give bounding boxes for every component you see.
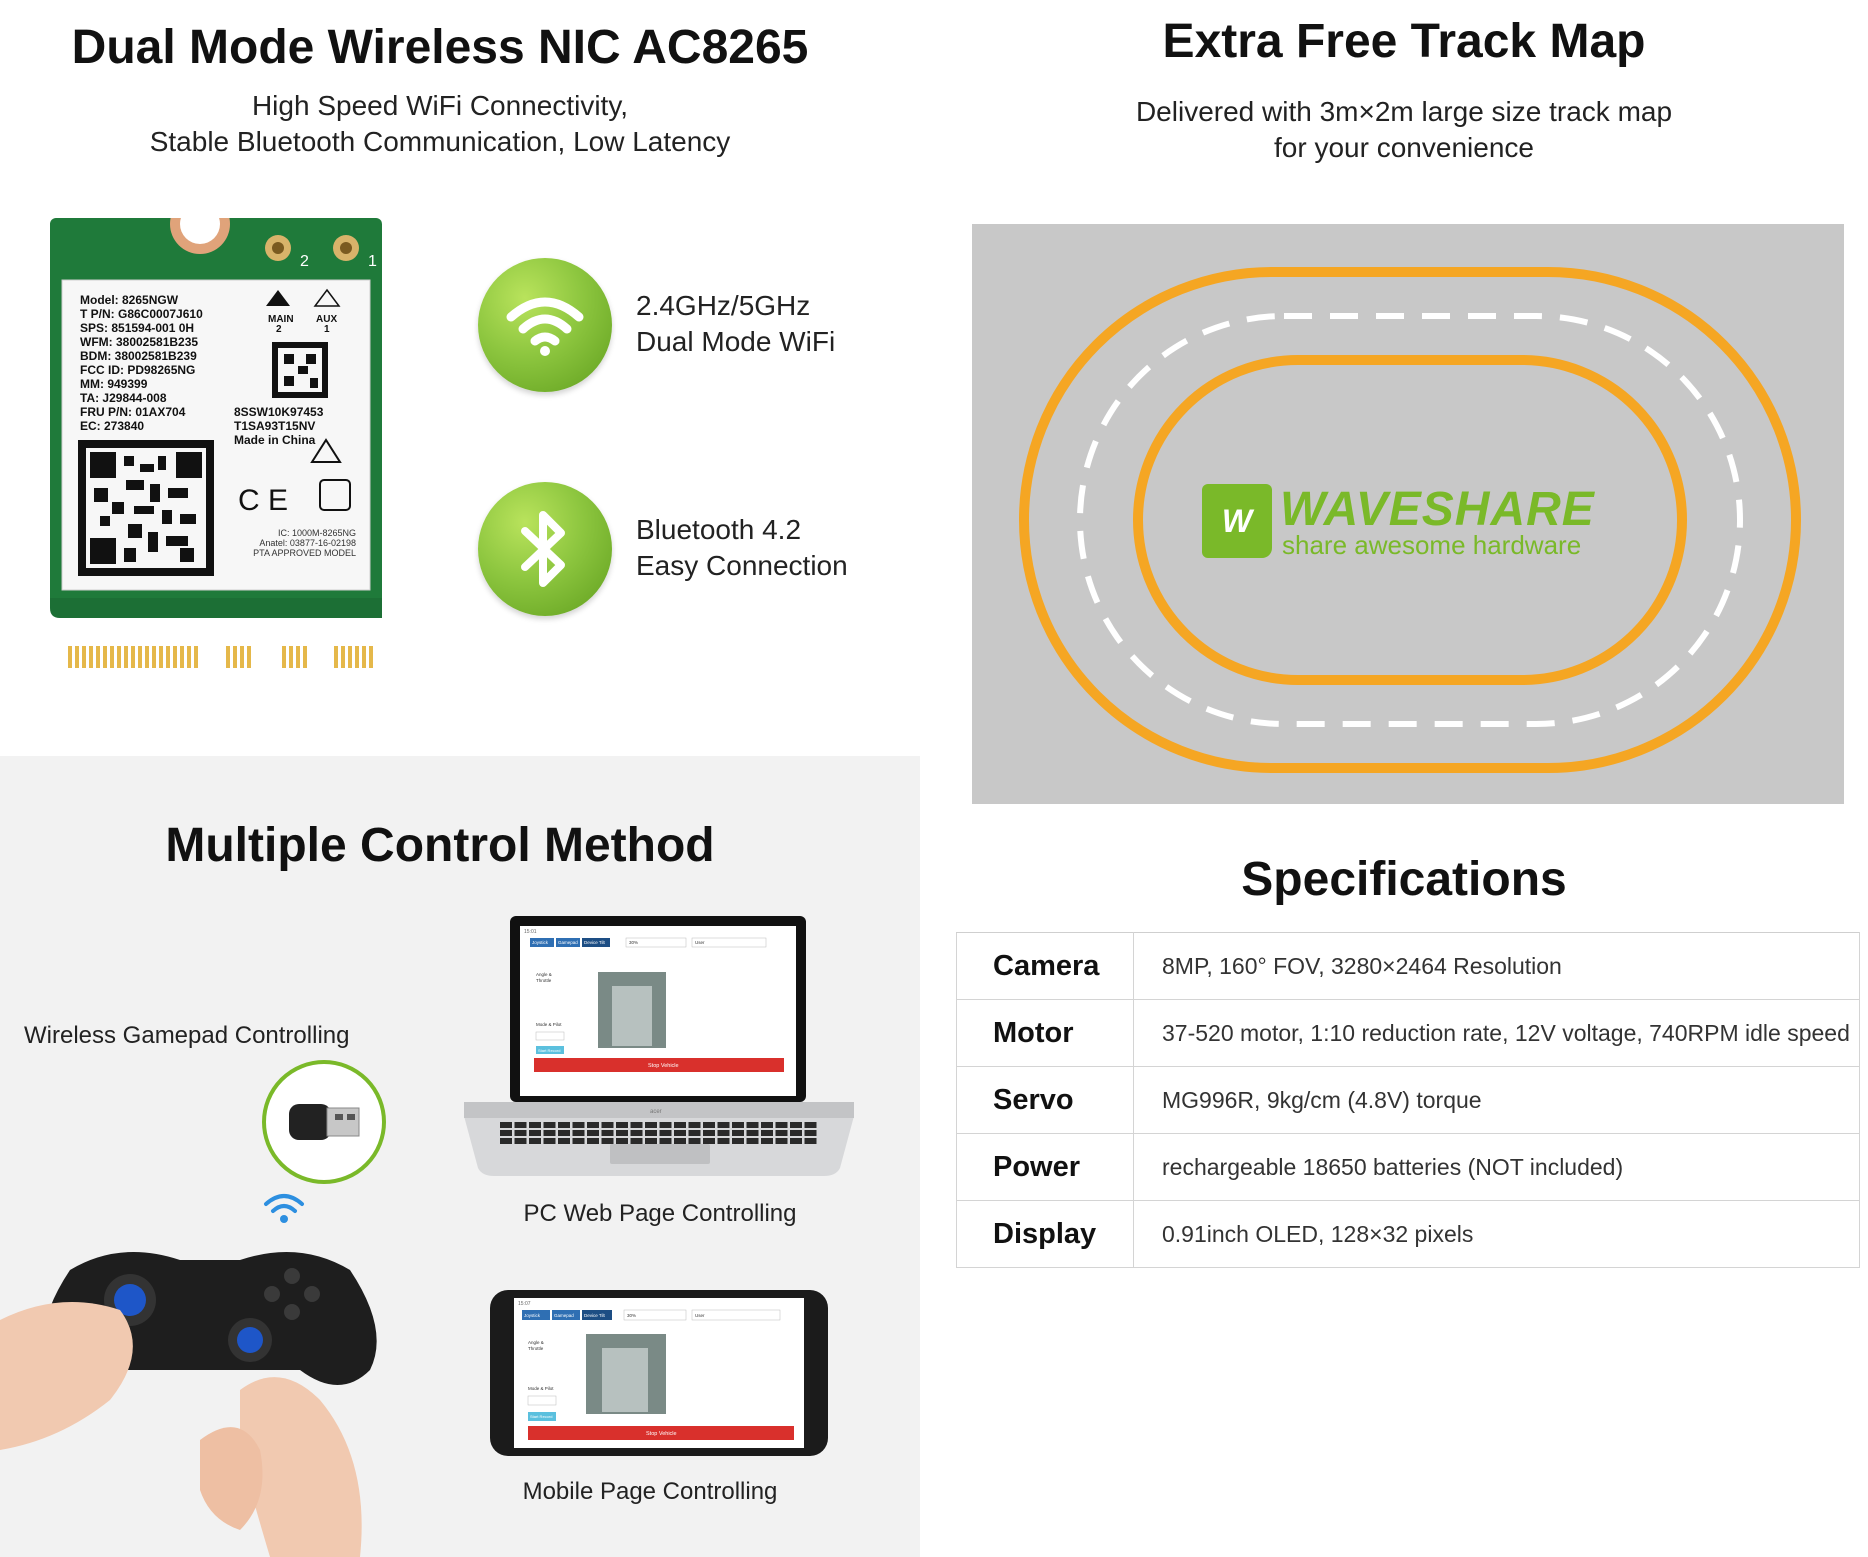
wifi-feature-text: 2.4GHz/5GHz Dual Mode WiFi <box>636 288 835 360</box>
card-made: Made in China <box>234 433 316 447</box>
waveshare-brand: WAVESHARE <box>1280 483 1595 536</box>
spec-value: MG996R, 9kg/cm (4.8V) torque <box>1133 1066 1860 1134</box>
track-title: Extra Free Track Map <box>1162 15 1646 68</box>
card-ic: IC: 1000M-8265NG <box>278 528 356 538</box>
mobile-start-record: Start Record <box>530 1414 552 1419</box>
pc-control-label: PC Web Page Controlling <box>523 1200 797 1227</box>
spec-value: rechargeable 18650 batteries (NOT includ… <box>1133 1133 1860 1201</box>
wireless-signal-icon <box>264 1194 304 1223</box>
pc-throttle: Throttle <box>536 978 552 983</box>
gamepad-in-hands-image <box>0 1252 377 1557</box>
wifi-icon <box>478 258 612 392</box>
mobile-user: User <box>695 1313 705 1318</box>
pc-tab-joystick: Joystick <box>532 940 549 945</box>
pc-start-record: Start Record <box>538 1048 560 1053</box>
usb-dongle-icon <box>262 1060 386 1184</box>
track-subtitle-line1: Delivered with 3m×2m large size track ma… <box>1135 96 1673 127</box>
track-subtitle-line2: for your convenience <box>1274 132 1534 163</box>
wifi-line2: Dual Mode WiFi <box>636 326 836 357</box>
spec-value: 0.91inch OLED, 128×32 pixels <box>1133 1200 1860 1268</box>
waveshare-tagline: share awesome hardware <box>1282 530 1582 560</box>
spec-key: Camera <box>956 932 1134 1000</box>
pc-mode: Mode & Pilot <box>536 1022 562 1027</box>
laptop-web-control-image: 15:01 Joystick Gamepad Device Tilt 30% U… <box>464 916 854 1176</box>
mobile-throttle: Throttle <box>528 1346 544 1351</box>
card-ta: TA: J29844-008 <box>80 391 167 405</box>
pc-tab-tilt: Device Tilt <box>584 940 606 945</box>
mobile-stop-vehicle: Stop Vehicle <box>646 1431 677 1437</box>
card-wfm: WFM: 38002581B235 <box>80 335 198 349</box>
nic-subtitle-line2: Stable Bluetooth Communication, Low Late… <box>149 126 731 157</box>
pc-speed: 30% <box>629 940 638 945</box>
mobile-tab-joystick: Joystick <box>524 1313 541 1318</box>
mobile-control-image: 15:07 Joystick Gamepad Device Tilt 30% U… <box>490 1290 828 1456</box>
ant2-label: 2 <box>300 253 309 270</box>
card-pta: PTA APPROVED MODEL <box>253 548 356 558</box>
mobile-mode: Mode & Pilot <box>528 1386 554 1391</box>
bt-line2: Easy Connection <box>636 550 848 581</box>
nic-title: Dual Mode Wireless NIC AC8265 <box>71 21 809 74</box>
pc-tab-gamepad: Gamepad <box>558 940 578 945</box>
card-fcc: FCC ID: PD98265NG <box>80 363 195 377</box>
card-fru: FRU P/N: 01AX704 <box>80 405 186 419</box>
pc-time: 15:01 <box>524 929 537 935</box>
specifications-title: Specifications <box>1241 853 1567 906</box>
spec-value: 8MP, 160° FOV, 3280×2464 Resolution <box>1133 932 1860 1000</box>
card-edge-label: A07-09 <box>142 624 207 644</box>
card-bdm: BDM: 38002581B239 <box>80 349 197 363</box>
card-tpn: T P/N: G86C0007J610 <box>80 307 203 321</box>
bt-line1: Bluetooth 4.2 <box>636 514 802 545</box>
mobile-time: 15:07 <box>518 1301 531 1307</box>
track-subtitle: Delivered with 3m×2m large size track ma… <box>940 94 1868 166</box>
spec-value: 37-520 motor, 1:10 reduction rate, 12V v… <box>1133 999 1860 1067</box>
pc-user: User <box>695 940 705 945</box>
pc-stop-vehicle: Stop Vehicle <box>648 1063 679 1069</box>
spec-key: Servo <box>956 1066 1134 1134</box>
control-title: Multiple Control Method <box>165 819 715 872</box>
card-aux-num: 1 <box>324 324 330 335</box>
mobile-control-label: Mobile Page Controlling <box>522 1478 778 1505</box>
ce-mark: C E <box>238 484 288 517</box>
ant1-label: 1 <box>368 253 377 270</box>
spec-key: Motor <box>956 999 1134 1067</box>
card-serial2: T1SA93T15NV <box>234 419 315 433</box>
pc-brand: acer <box>650 1109 662 1115</box>
mobile-speed: 30% <box>627 1313 636 1318</box>
card-serial1: 8SSW10K97453 <box>234 405 324 419</box>
card-main: MAIN <box>268 314 294 325</box>
mobile-tab-tilt: Device Tilt <box>584 1313 606 1318</box>
mobile-tab-gamepad: Gamepad <box>554 1313 574 1318</box>
card-main-num: 2 <box>276 324 282 335</box>
card-sps: SPS: 851594-001 0H <box>80 321 194 335</box>
nic-subtitle-line1: High Speed WiFi Connectivity, <box>251 90 629 121</box>
card-model: Model: 8265NGW <box>80 293 179 307</box>
nic-card-image: 2 1 Model: 8265NGW T P/N: G86C0007J610 S… <box>50 218 382 668</box>
wifi-line1: 2.4GHz/5GHz <box>636 290 811 321</box>
card-key-a: A <box>324 624 335 644</box>
card-mm: MM: 949399 <box>80 377 148 391</box>
card-anatel: Anatel: 03877-16-02198 <box>259 538 356 548</box>
nic-subtitle: High Speed WiFi Connectivity, Stable Blu… <box>0 88 880 160</box>
pc-angle: Angle & <box>536 972 552 977</box>
card-aux: AUX <box>316 314 337 325</box>
track-map-image <box>972 224 1844 804</box>
bluetooth-icon <box>478 482 612 616</box>
card-ec: EC: 273840 <box>80 419 144 433</box>
bluetooth-feature-text: Bluetooth 4.2 Easy Connection <box>636 512 848 584</box>
card-key-e: E <box>264 624 275 644</box>
gamepad-label: Wireless Gamepad Controlling <box>24 1022 350 1049</box>
mobile-angle: Angle & <box>528 1340 544 1345</box>
spec-key: Power <box>956 1133 1134 1201</box>
waveshare-logo: W <box>1202 484 1272 558</box>
spec-key: Display <box>956 1200 1134 1268</box>
